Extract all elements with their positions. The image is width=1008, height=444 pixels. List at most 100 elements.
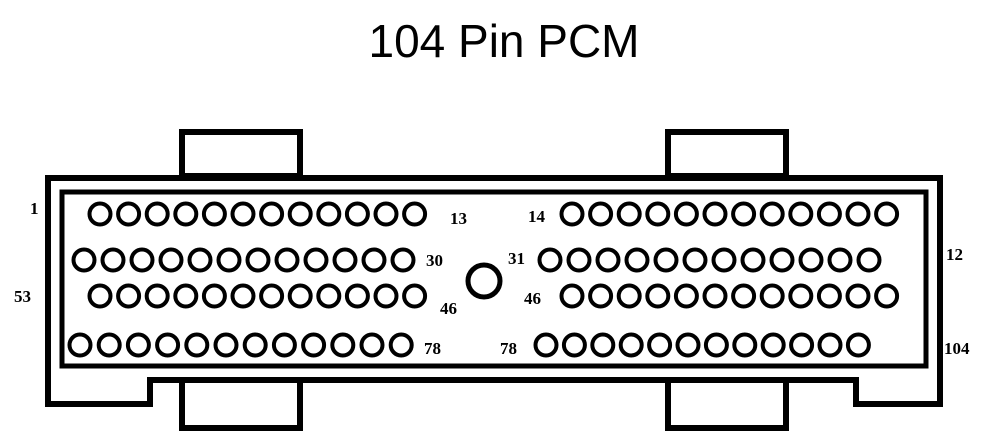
- pin-hole: [816, 201, 842, 227]
- pin-label-14: 14: [528, 207, 546, 226]
- pin-hole: [788, 283, 814, 309]
- pin-hole: [316, 201, 342, 227]
- pin-hole: [874, 283, 900, 309]
- diagram-title: 104 Pin PCM: [368, 15, 640, 67]
- center-key-post: [465, 262, 503, 300]
- pin-hole: [242, 332, 268, 358]
- pin-hole: [673, 201, 699, 227]
- pin-hole: [711, 247, 737, 273]
- pin-hole: [624, 247, 650, 273]
- pin-hole: [173, 283, 199, 309]
- pin-hole: [96, 332, 122, 358]
- pin-hole: [816, 283, 842, 309]
- pin-hole: [125, 332, 151, 358]
- pin-hole: [845, 332, 871, 358]
- pin-hole: [759, 201, 785, 227]
- pin-hole: [373, 283, 399, 309]
- pin-hole: [359, 332, 385, 358]
- pin-hole: [856, 247, 882, 273]
- pin-hole: [303, 247, 329, 273]
- pin-hole: [158, 247, 184, 273]
- pin-grid: [67, 201, 900, 358]
- pin-hole: [874, 201, 900, 227]
- pin-hole: [845, 201, 871, 227]
- pin-hole: [330, 332, 356, 358]
- pin-hole: [274, 247, 300, 273]
- pin-hole: [759, 283, 785, 309]
- pin-hole: [144, 283, 170, 309]
- bottom-right-tab: [665, 377, 789, 431]
- pin-hole: [201, 201, 227, 227]
- pin-hole: [344, 201, 370, 227]
- pin-hole: [559, 201, 585, 227]
- pin-label-13: 13: [450, 209, 467, 228]
- pin-hole: [71, 247, 97, 273]
- pin-hole: [817, 332, 843, 358]
- pin-hole: [769, 247, 795, 273]
- pin-hole: [402, 201, 428, 227]
- pin-hole: [645, 283, 671, 309]
- pin-hole: [129, 247, 155, 273]
- pin-hole: [259, 201, 285, 227]
- pin-hole: [533, 332, 559, 358]
- pin-hole: [344, 283, 370, 309]
- pin-hole: [87, 283, 113, 309]
- pin-hole: [618, 332, 644, 358]
- pin-hole: [702, 283, 728, 309]
- pin-hole: [561, 332, 587, 358]
- pin-hole: [301, 332, 327, 358]
- pin-hole: [287, 283, 313, 309]
- pin-hole: [798, 247, 824, 273]
- pin-hole: [100, 247, 126, 273]
- pin-hole: [201, 283, 227, 309]
- bottom-left-tab: [179, 377, 303, 431]
- pin-hole: [67, 332, 93, 358]
- pin-hole: [731, 283, 757, 309]
- pin-hole: [703, 332, 729, 358]
- pin-hole: [388, 332, 414, 358]
- pin-hole: [361, 247, 387, 273]
- pin-hole: [144, 201, 170, 227]
- pin-label-78-left: 78: [424, 339, 441, 358]
- pin-hole: [230, 201, 256, 227]
- connector-inner-frame: [59, 189, 929, 369]
- pin-hole: [653, 247, 679, 273]
- pin-hole: [184, 332, 210, 358]
- pin-hole: [390, 247, 416, 273]
- pin-hole: [230, 283, 256, 309]
- pin-hole: [316, 283, 342, 309]
- pin-hole: [789, 332, 815, 358]
- pin-hole: [675, 332, 701, 358]
- pin-label-104: 104: [944, 339, 970, 358]
- pin-hole: [588, 283, 614, 309]
- pin-label-78-right: 78: [500, 339, 517, 358]
- pin-hole: [760, 332, 786, 358]
- pin-hole: [595, 247, 621, 273]
- top-right-tab: [665, 129, 789, 179]
- pin-hole: [373, 201, 399, 227]
- pin-hole: [616, 283, 642, 309]
- pin-hole: [287, 201, 313, 227]
- pin-label-31: 31: [508, 249, 525, 268]
- pin-hole: [402, 283, 428, 309]
- pin-hole: [673, 283, 699, 309]
- pin-hole: [173, 201, 199, 227]
- pin-label-1: 1: [30, 199, 39, 218]
- pin-hole: [332, 247, 358, 273]
- pin-hole: [271, 332, 297, 358]
- pin-hole: [259, 283, 285, 309]
- pin-label-30: 30: [426, 251, 443, 270]
- pin-hole: [588, 201, 614, 227]
- pin-hole: [732, 332, 758, 358]
- top-left-tab: [179, 129, 303, 179]
- pin-hole: [788, 201, 814, 227]
- pin-hole: [187, 247, 213, 273]
- pin-hole: [827, 247, 853, 273]
- pin-hole: [216, 247, 242, 273]
- pin-label-46-right: 46: [524, 289, 541, 308]
- pin-hole: [245, 247, 271, 273]
- pin-hole: [537, 247, 563, 273]
- pin-hole: [845, 283, 871, 309]
- pin-hole: [566, 247, 592, 273]
